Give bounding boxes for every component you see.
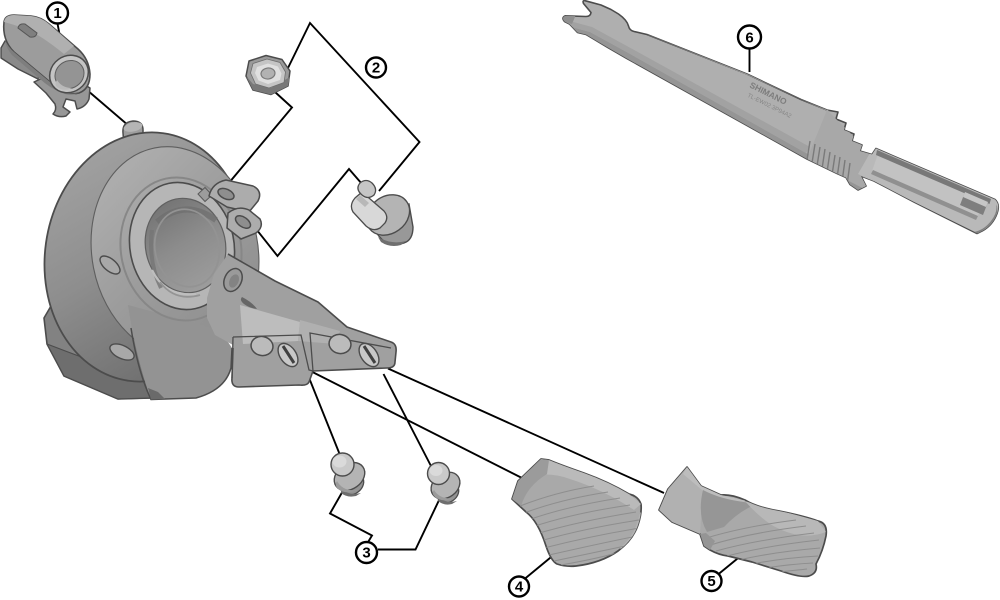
svg-text:3: 3 <box>362 545 370 562</box>
svg-text:2: 2 <box>372 60 380 77</box>
svg-text:1: 1 <box>53 5 61 22</box>
svg-text:6: 6 <box>745 29 753 46</box>
svg-text:4: 4 <box>515 579 524 596</box>
svg-text:5: 5 <box>707 573 715 590</box>
